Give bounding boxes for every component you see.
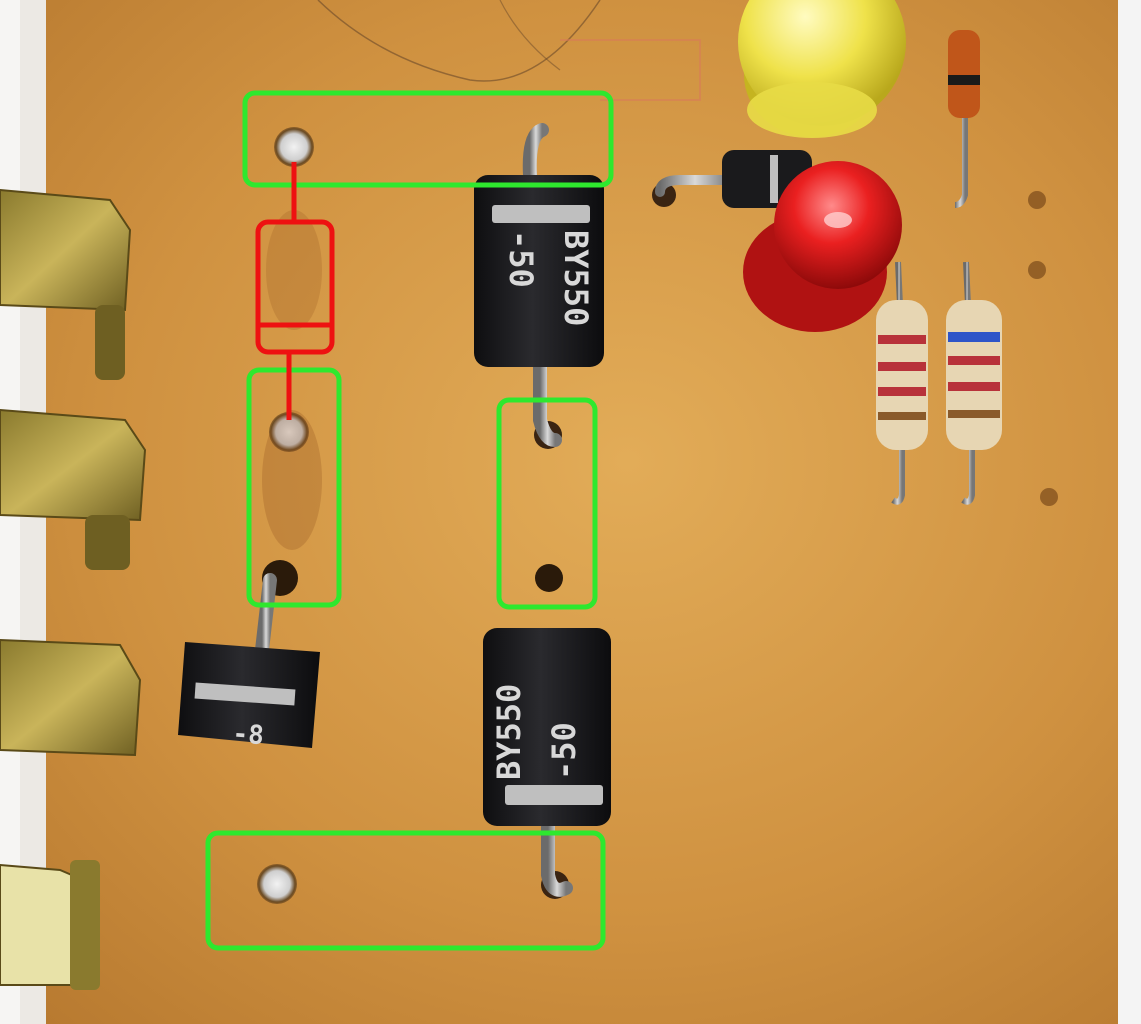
- solder-hole: [1028, 191, 1046, 209]
- cathode-band: [194, 682, 296, 706]
- cathode-band: [505, 785, 603, 805]
- board-edge-right: [1118, 0, 1141, 1024]
- terminal-3: [0, 638, 142, 757]
- resistor-1: [876, 261, 928, 505]
- led-yellow: [738, 0, 906, 138]
- terminal-1: [0, 188, 132, 380]
- diode-top-label-2: -50: [502, 230, 540, 288]
- glass-diode: [948, 0, 980, 208]
- solder-hole: [1040, 488, 1058, 506]
- annotation-box-right: [496, 397, 598, 610]
- cathode-band: [492, 205, 590, 223]
- pencil-mark: [317, 0, 601, 82]
- diode-left: -8: [178, 573, 320, 751]
- annotation-box-top: [242, 90, 614, 188]
- solder-hole: [1028, 261, 1046, 279]
- annotation-box-left: [246, 367, 342, 608]
- diode-top-label-1: BY550: [557, 230, 595, 326]
- diode-bottom-label-1: BY550: [490, 684, 528, 780]
- red-diode-annotation: [255, 162, 335, 420]
- terminal-2: [0, 408, 147, 570]
- led-red: [743, 161, 902, 332]
- resistor-2: [946, 261, 1002, 505]
- diode-bottom: BY550 -50: [483, 571, 611, 897]
- diode-top: BY550 -50: [474, 123, 604, 447]
- solder-hole: [274, 127, 314, 167]
- diode-left-label: -8: [232, 719, 265, 751]
- annotation-box-bottom: [205, 830, 606, 951]
- diode-bottom-label-2: -50: [545, 722, 583, 780]
- solder-hole: [257, 864, 297, 904]
- terminal-4: [0, 860, 100, 990]
- solder-hole: [269, 412, 309, 452]
